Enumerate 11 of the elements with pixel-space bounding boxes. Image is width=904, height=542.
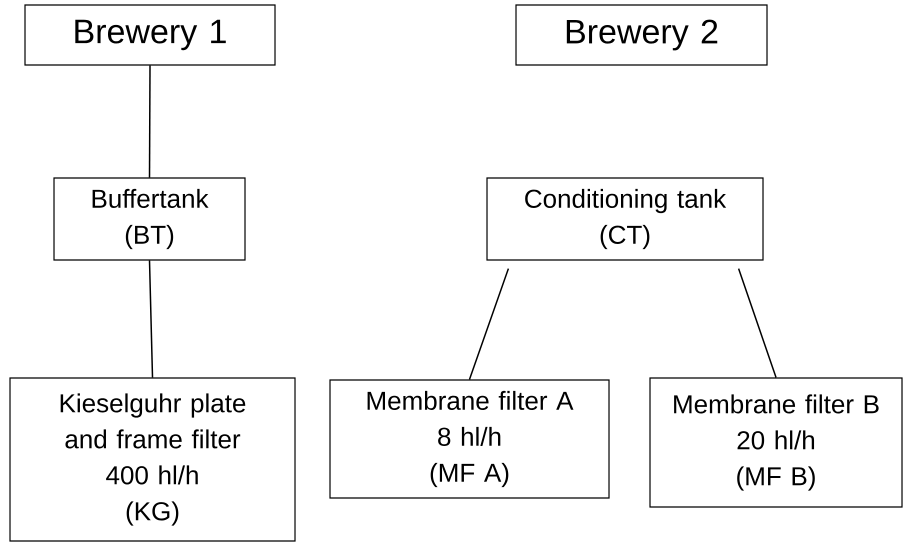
process-box: Brewery 2	[515, 4, 768, 66]
connector-line	[468, 268, 510, 380]
process-box: Kieselguhr plate and frame filter 400 hl/h (KG)	[9, 377, 296, 542]
process-box: Membrane filter B 20 hl/h (MF B)	[649, 377, 903, 508]
process-box: Conditioning tank (CT)	[486, 177, 764, 261]
process-box: Buffertank (BT)	[53, 177, 246, 261]
process-box: Membrane filter A 8 hl/h (MF A)	[329, 379, 610, 499]
connector-line	[148, 260, 154, 378]
connector-line	[738, 268, 777, 378]
connector-line	[148, 66, 151, 178]
process-box: Brewery 1	[24, 4, 276, 66]
